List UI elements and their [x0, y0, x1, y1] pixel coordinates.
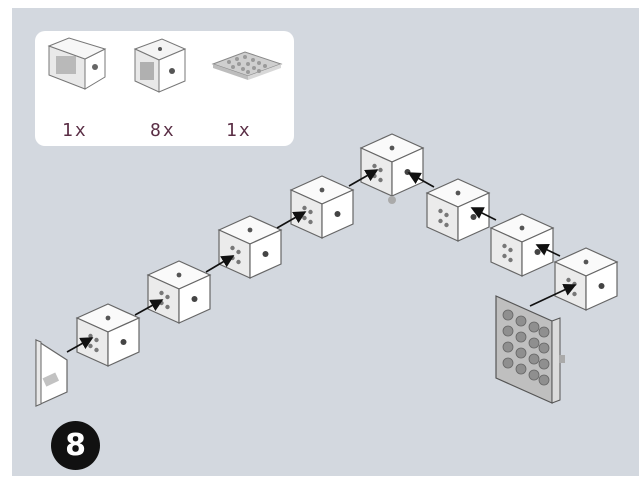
triangle-block-icon — [47, 37, 107, 90]
parts-list: 1x 8x 1x — [35, 31, 294, 146]
part-count-cube: 8x — [150, 120, 176, 141]
cube-block — [553, 247, 619, 311]
grid-plate — [495, 295, 565, 404]
cube-block — [289, 175, 355, 239]
cube-block — [425, 178, 491, 242]
grid-plate-icon — [211, 51, 283, 80]
cube-block — [217, 215, 283, 279]
connection-arrow — [276, 211, 307, 229]
connection-arrows — [66, 169, 577, 353]
cube-block — [359, 133, 425, 204]
triangle-block — [35, 338, 68, 407]
connection-arrow — [535, 244, 561, 257]
cube-block — [75, 303, 141, 367]
connection-arrow — [66, 337, 94, 353]
connection-arrow — [205, 255, 235, 273]
step-number-badge: 8 — [51, 421, 100, 470]
cube-block-icon — [133, 38, 187, 93]
connection-arrow — [470, 207, 497, 221]
connection-arrow — [348, 169, 379, 187]
part-count-triangle: 1x — [62, 120, 88, 141]
parts-icons — [47, 37, 283, 93]
connection-arrow — [529, 283, 577, 307]
cube-block — [146, 260, 212, 324]
cube-block — [489, 213, 555, 277]
connection-arrow — [134, 299, 164, 316]
connection-arrow — [407, 172, 435, 188]
part-count-plate: 1x — [226, 120, 252, 141]
